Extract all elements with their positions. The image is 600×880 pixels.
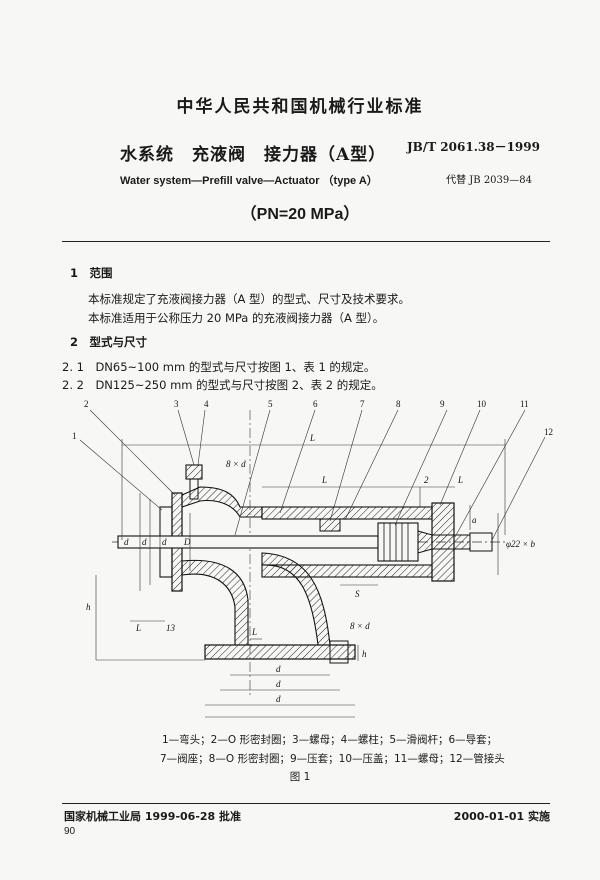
label-thread: φ22 × b: [506, 539, 536, 549]
standard-title-en: Water system—Prefill valve—Actuator （typ…: [120, 175, 378, 187]
compression-sleeve: [377, 522, 419, 562]
label-d: d: [124, 537, 129, 547]
approval-note: 国家机械工业局 1999-06-28 批准: [64, 810, 242, 823]
part-number: 1: [72, 431, 77, 441]
label-L2: L: [321, 475, 327, 485]
label-a: a: [472, 515, 477, 525]
label-d4: d: [162, 537, 167, 547]
figure-caption: 图 1: [289, 771, 311, 783]
part-number: 11: [520, 399, 529, 409]
section-2-2: 2. 2 DN125~250 mm 的型式与尺寸按图 2、表 2 的规定。: [62, 378, 383, 392]
bottom-nut: [329, 640, 349, 664]
label-dim-13: 13: [166, 623, 176, 633]
pressure-rating: （PN=20 MPa）: [240, 206, 360, 223]
figure-legend-line-2: 7—阀座；8—O 形密封圈；9—压套；10—压盖；11—螺母；12—管接头: [160, 753, 505, 765]
label-D: D: [183, 537, 191, 547]
label-L3: L: [135, 623, 141, 633]
label-L4: L: [251, 627, 257, 637]
top-nut: [185, 464, 203, 480]
part-number: 7: [360, 399, 365, 409]
part-number: 8: [396, 399, 401, 409]
replaces-note: 代替 JB 2039—84: [446, 175, 532, 186]
figure-legend-line-1: 1—弯头；2—O 形密封圈；3—螺母；4—螺柱；5—滑阀杆；6—导套；: [162, 734, 498, 746]
part-number: 12: [544, 427, 553, 437]
implement-date: 2000-01-01 实施: [453, 810, 550, 823]
part-number: 5: [268, 399, 273, 409]
part-number: 2: [84, 399, 89, 409]
section-1-para-2: 本标准适用于公称压力 20 MPa 的充液阀接力器（A 型）。: [88, 311, 385, 325]
label-dim-2: 2: [424, 475, 429, 485]
guide-sleeve-top: [261, 506, 433, 520]
section-1-title: 1 范围: [70, 266, 113, 280]
standard-title-cn: 水系统 充液阀 接力器（A型）: [120, 145, 387, 165]
label-L1: L: [457, 475, 463, 485]
section-1-para-1: 本标准规定了充液阀接力器（A 型）的型式、尺寸及技术要求。: [88, 292, 411, 306]
part-number: 6: [313, 399, 318, 409]
standard-code: JB/T 2061.38－1999: [407, 140, 540, 154]
part-number: 3: [174, 399, 179, 409]
page-number: 90: [64, 826, 76, 837]
label-h2: h: [362, 649, 367, 659]
footer-rule: [62, 803, 550, 804]
valve-seat: [319, 518, 341, 532]
label-S: S: [355, 589, 360, 599]
guide-sleeve-bottom: [261, 564, 433, 578]
part-number: 9: [440, 399, 445, 409]
elbow-lower-wall: [181, 559, 249, 646]
label-bolt-bottom: 8 × d: [350, 621, 370, 631]
actuator-drawing: 2 1 3 4 5 6 7 8 9 10 11 12: [72, 399, 553, 718]
label-d2: d: [142, 537, 147, 547]
section-2-title: 2 型式与尺寸: [70, 335, 148, 349]
header-rule: [62, 241, 550, 242]
part-number: 4: [204, 399, 209, 409]
org-title: 中华人民共和国机械行业标准: [176, 97, 424, 117]
slide-valve-stem: [117, 535, 379, 549]
label-d1: d: [276, 694, 281, 704]
pipe-fitting: [469, 532, 493, 552]
label-bolt-top: 8 × d: [226, 459, 246, 469]
part-number: 10: [477, 399, 487, 409]
section-2-1: 2. 1 DN65~100 mm 的型式与尺寸按图 1、表 1 的规定。: [62, 360, 376, 374]
label-d5: d: [276, 664, 281, 674]
bottom-flange: [204, 644, 356, 660]
label-d3: d: [276, 679, 281, 689]
label-h1: h: [86, 602, 91, 612]
label-L: L: [309, 433, 315, 443]
